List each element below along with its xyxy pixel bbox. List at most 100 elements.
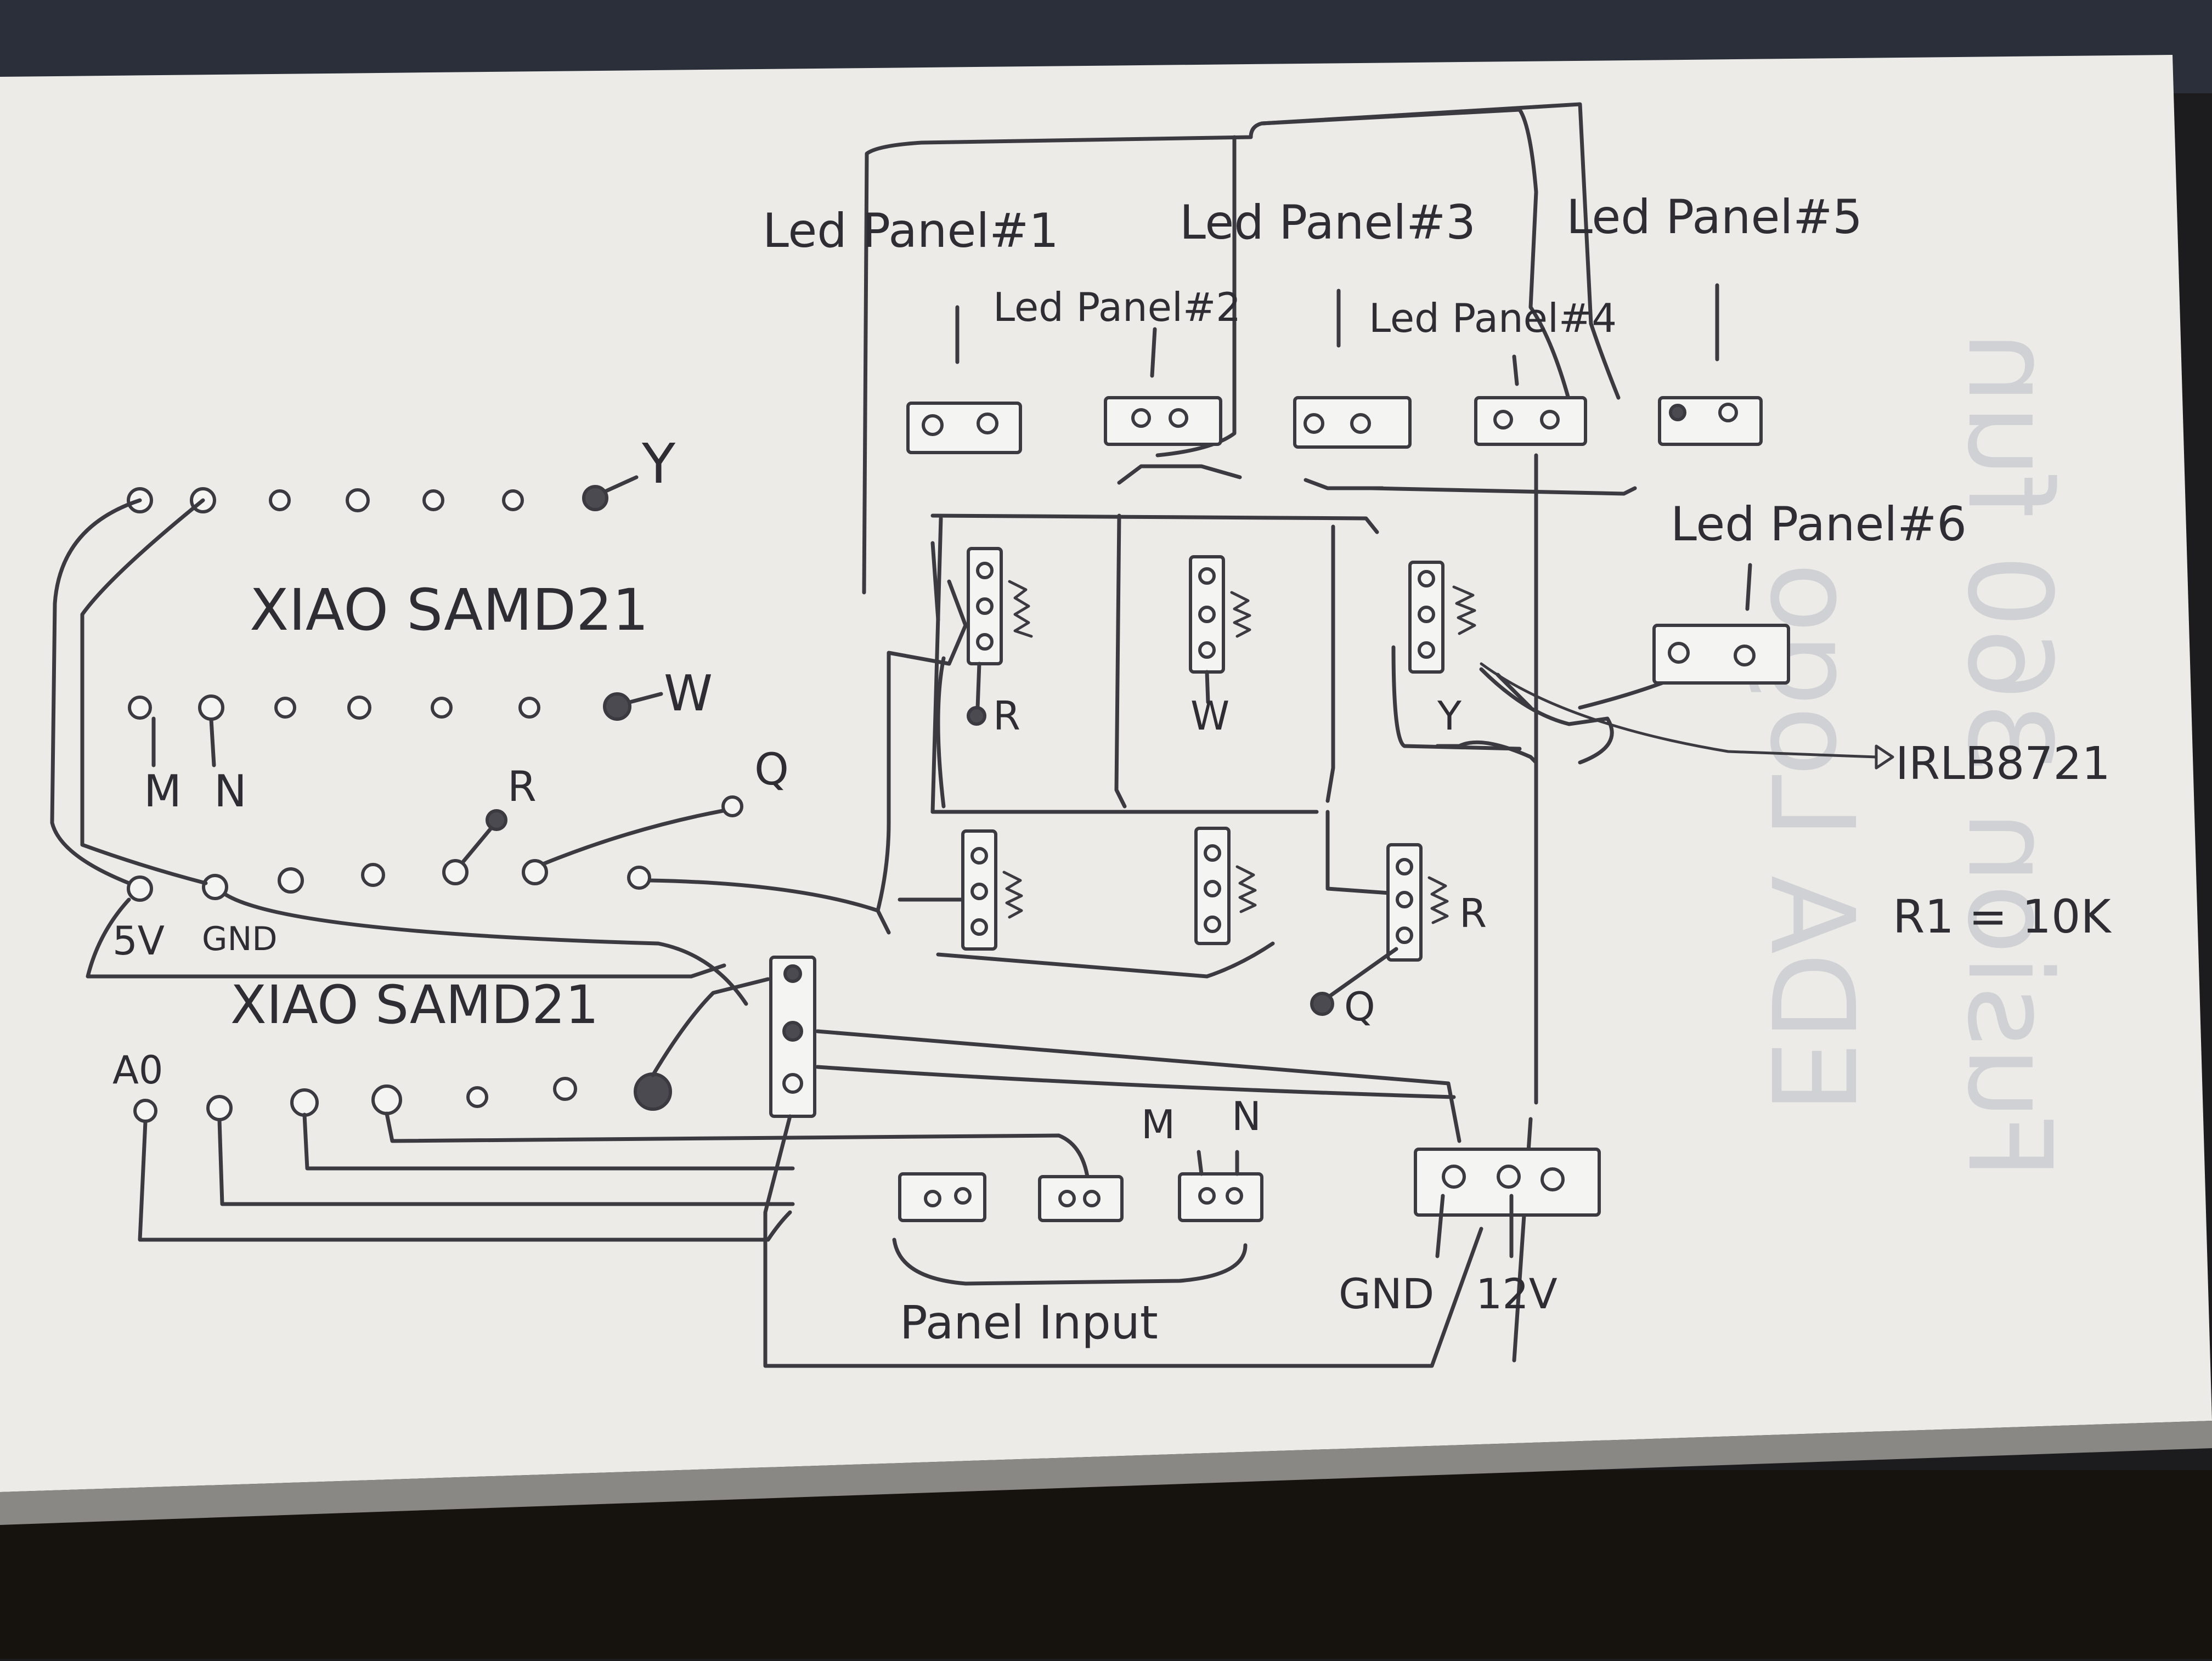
panel-6-label: Led Panel#6: [1671, 497, 1967, 552]
wires: [50, 102, 1692, 1368]
pin-pad: [346, 488, 370, 512]
mosfet-label-q: Q: [1344, 984, 1375, 1030]
panel-2-label: Led Panel#2: [993, 284, 1241, 330]
resistor-zigzag: [1002, 871, 1023, 919]
pin-pad-q: [721, 795, 743, 817]
connector-pin: [1718, 403, 1738, 422]
mosfet-pin: [970, 883, 988, 900]
middle-pin-row: 5V GND R Q: [112, 744, 789, 964]
pin-pad: [347, 696, 371, 720]
panel-input-label: Panel Input: [900, 1296, 1158, 1349]
pin-pad: [627, 866, 651, 890]
pin-pad: [361, 863, 385, 887]
xiao-top-label: XIAO SAMD21: [250, 577, 648, 643]
pin-pad-y: [582, 485, 608, 511]
bleed-text-1: Fusion 360 fun: [1942, 331, 2076, 1179]
mosfet-label-w: W: [1190, 693, 1229, 739]
connector-pin: [922, 414, 944, 436]
pin-pad: [269, 489, 291, 511]
mosfet-pin: [1204, 880, 1221, 897]
power-pin: [1541, 1167, 1565, 1191]
mosfet-pin: [1198, 606, 1216, 623]
mosfet-pin: [976, 597, 994, 615]
pin-pad: [278, 867, 304, 894]
mosfet-label-r: R: [993, 693, 1020, 739]
connector-pin: [954, 1187, 972, 1205]
connector-pin: [1734, 645, 1756, 666]
pin-pad: [371, 1084, 402, 1115]
mosfet-pin: [970, 918, 988, 936]
pin-pad: [553, 1077, 577, 1101]
mosfet-pin: [1418, 606, 1435, 623]
pin-label-m: M: [144, 766, 182, 817]
resistor-zigzag: [1230, 591, 1251, 638]
pin-pad: [422, 489, 444, 511]
mosfet-pin: [1204, 844, 1221, 862]
mosfet-pin: [1198, 641, 1216, 659]
power-label-12v: 12V: [1476, 1269, 1558, 1318]
paper-sheet: [0, 55, 2212, 1492]
mosfet-pin: [976, 562, 994, 579]
mosfet-pin: [970, 847, 988, 865]
resistor-zigzag: [1427, 876, 1449, 924]
mosfet-pin: [1198, 567, 1216, 585]
power-label-gnd: GND: [1339, 1269, 1434, 1318]
power-terminal: GND 12V: [1339, 1148, 1601, 1318]
panel-input-connector-2: [1038, 1175, 1124, 1222]
pin-pad: [431, 697, 453, 719]
connector-pin: [1169, 408, 1188, 428]
part-callout: IRLB8721 R1 = 10K: [1480, 662, 2112, 944]
header-pin: [783, 964, 802, 983]
led-panel-4: Led Panel#4: [1369, 295, 1617, 446]
xiao-bottom-label: XIAO SAMD21: [230, 974, 599, 1036]
pin-pad: [290, 1088, 319, 1117]
panel-input-label-m: M: [1141, 1101, 1175, 1148]
pin-pad-r: [486, 809, 507, 831]
resistor-note: R1 = 10K: [1893, 890, 2112, 944]
mosfet-pin: [1418, 570, 1435, 587]
panel-input-connector-1: [898, 1172, 986, 1222]
panel-input-label-n: N: [1232, 1093, 1261, 1139]
connector-pin: [977, 413, 998, 434]
panel-4-label: Led Panel#4: [1369, 295, 1617, 341]
resistor-zigzag: [1008, 580, 1033, 638]
pin-label-gnd: GND: [202, 920, 278, 958]
pin-pad-a0: [133, 1099, 157, 1123]
pin-pad: [206, 1095, 233, 1121]
mosfet-pin: [1204, 916, 1221, 933]
panel-1-label: Led Panel#1: [763, 204, 1059, 258]
connector-pin: [1668, 642, 1690, 664]
connector-pin: [1131, 408, 1151, 428]
mosfet-pin: [1396, 891, 1413, 908]
pin-pad: [518, 697, 540, 719]
pin-pad-w: [603, 692, 631, 721]
connector-pin: [1083, 1190, 1101, 1207]
pin-pad: [198, 694, 224, 721]
connector-pin: [1493, 410, 1513, 430]
resistor-zigzag: [1452, 585, 1476, 635]
pin-pad: [274, 697, 296, 719]
pin-label-5v: 5V: [112, 918, 165, 964]
led-panel-5: Led Panel#5: [1566, 190, 1863, 446]
pin-pad-big: [634, 1072, 672, 1111]
connector-pin: [1226, 1187, 1243, 1205]
connector-pin: [1669, 404, 1686, 421]
pin-pad: [466, 1086, 488, 1108]
panel-6-connector: [1652, 624, 1790, 685]
mosfet-label-y: Y: [1437, 693, 1462, 739]
resistor-zigzag: [1235, 865, 1257, 913]
power-pin: [1442, 1165, 1466, 1189]
gate-pad-q: [1310, 992, 1334, 1016]
led-panel-3: Led Panel#3: [1180, 195, 1476, 449]
pin-label-n: N: [214, 766, 247, 817]
mosfet-pin: [976, 633, 994, 651]
pin-pad: [442, 859, 469, 885]
mosfet-q: R Q: [1310, 843, 1487, 1030]
mosfet-w: W: [1189, 555, 1251, 739]
gate-pad-r: [967, 706, 986, 726]
mosfet-pin: [1396, 926, 1413, 944]
pin-label-a0: A0: [112, 1048, 163, 1093]
panel-input: M N Panel Input: [892, 1093, 1263, 1349]
connector-pin: [1540, 410, 1560, 430]
